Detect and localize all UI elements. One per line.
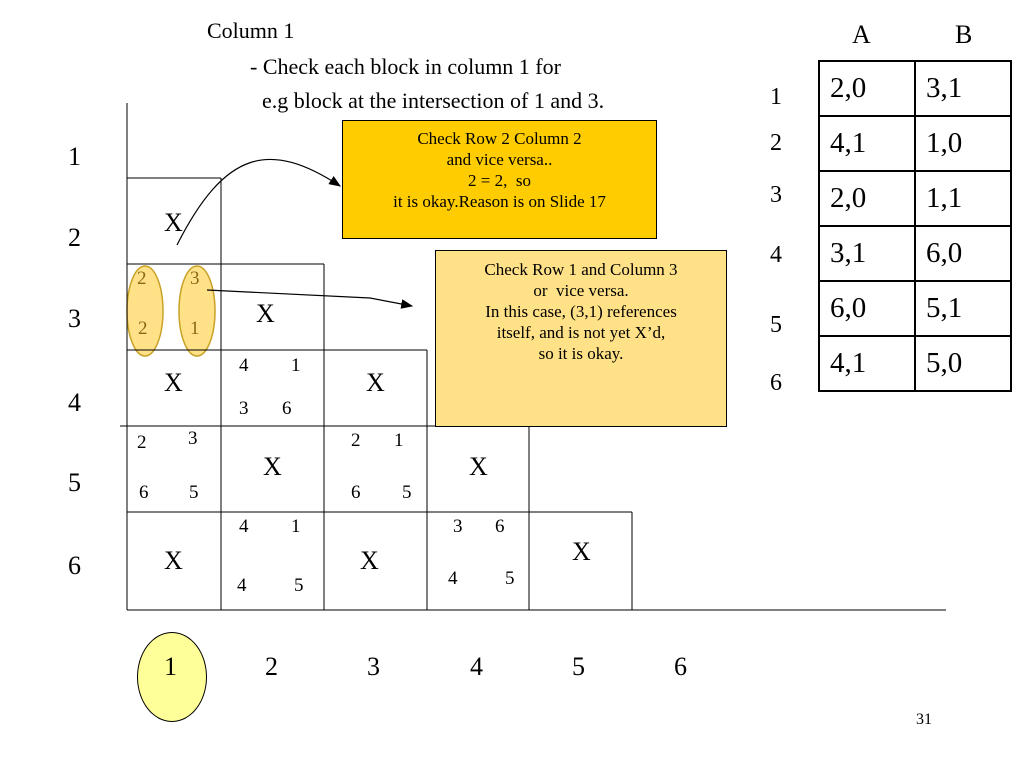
arrow-to-callout-1 [176, 158, 342, 246]
row-label-2: 2 [68, 223, 81, 252]
arrow-to-callout-2 [206, 289, 414, 309]
cell-r3c1-c: 2 [138, 318, 148, 339]
callout-1-line-1: Check Row 2 Column 2 [417, 129, 582, 148]
callout-1-line-2: and vice versa.. [446, 150, 553, 169]
payoff-cell: 4,1 [818, 115, 916, 172]
cell-r6c2-a: 4 [239, 516, 249, 537]
payoff-row-label-6: 6 [770, 370, 782, 396]
col-label-5: 5 [572, 652, 585, 681]
payoff-table: 2,0 3,1 4,1 1,0 2,0 1,1 3,1 6,0 6,0 5,1 … [818, 60, 1012, 392]
cell-r4c3-x: X [366, 368, 385, 397]
cell-r5c1-b: 3 [188, 428, 198, 449]
cell-r5c4-x: X [469, 452, 488, 481]
payoff-cell: 4,1 [818, 335, 916, 392]
callout-1-line-3: 2 = 2, so [468, 171, 531, 190]
cell-r3c1-a: 2 [137, 268, 147, 289]
cell-r6c2-d: 5 [294, 575, 304, 596]
col-label-1: 1 [164, 652, 177, 681]
payoff-row: 3,1 6,0 [818, 225, 1012, 282]
callout-2-line-5: so it is okay. [538, 344, 624, 363]
payoff-header-b: B [955, 20, 973, 49]
cell-r5c3-b: 1 [394, 430, 404, 451]
col-label-6: 6 [674, 652, 687, 681]
page-number: 31 [916, 711, 932, 728]
payoff-row: 2,0 1,1 [818, 170, 1012, 227]
callout-2-line-1: Check Row 1 and Column 3 [484, 260, 678, 279]
payoff-row-label-3: 3 [770, 182, 782, 208]
cell-r6c4-b: 6 [495, 516, 505, 537]
col-label-4: 4 [470, 652, 483, 681]
callout-2-line-3: In this case, (3,1) references [485, 302, 677, 321]
row-label-5: 5 [68, 468, 81, 497]
cell-r3c2-x: X [256, 299, 275, 328]
row-label-4: 4 [68, 388, 81, 417]
cell-r4c1-x: X [164, 368, 183, 397]
cell-r6c2-b: 1 [291, 516, 301, 537]
payoff-cell: 2,0 [818, 60, 916, 117]
payoff-row-label-2: 2 [770, 130, 782, 156]
cell-r6c3-x: X [360, 546, 379, 575]
row-label-6: 6 [68, 551, 81, 580]
cell-r5c1-a: 2 [137, 432, 147, 453]
col-label-3: 3 [367, 652, 380, 681]
cell-r5c3-a: 2 [351, 430, 361, 451]
cell-r3c1-d: 1 [190, 318, 200, 339]
cell-r6c4-a: 3 [453, 516, 463, 537]
cell-r4c2-d: 6 [282, 398, 292, 419]
cell-r4c2-b: 1 [291, 355, 301, 376]
highlight-oval-right [178, 265, 216, 357]
cell-r3c1-b: 3 [190, 268, 200, 289]
cell-r6c4-d: 5 [505, 568, 515, 589]
payoff-row-label-5: 5 [770, 312, 782, 338]
title-line-1: Column 1 [207, 18, 295, 43]
payoff-header-a: A [852, 20, 871, 49]
callout-row2-col2: Check Row 2 Column 2 and vice versa.. 2 … [342, 120, 657, 239]
payoff-cell: 1,0 [914, 115, 1012, 172]
cell-r6c4-c: 4 [448, 568, 458, 589]
callout-2-line-4: itself, and is not yet X’d, [496, 323, 666, 342]
cell-r5c1-c: 6 [139, 482, 149, 503]
cell-r5c1-d: 5 [189, 482, 199, 503]
payoff-cell: 6,0 [914, 225, 1012, 282]
callout-2-line-2: or vice versa. [533, 281, 629, 300]
title-line-3: e.g block at the intersection of 1 and 3… [262, 88, 605, 113]
payoff-row-label-1: 1 [770, 84, 782, 110]
cell-r6c1-x: X [164, 546, 183, 575]
payoff-row: 4,1 1,0 [818, 115, 1012, 172]
title-line-2: - Check each block in column 1 for [250, 54, 561, 79]
cell-r5c3-d: 5 [402, 482, 412, 503]
row-label-3: 3 [68, 304, 81, 333]
payoff-cell: 3,1 [818, 225, 916, 282]
callout-row1-col3: Check Row 1 and Column 3 or vice versa. … [435, 250, 727, 427]
payoff-cell: 6,0 [818, 280, 916, 337]
cell-r6c5-x: X [572, 537, 591, 566]
cell-r6c2-c: 4 [237, 575, 247, 596]
cell-r4c2-a: 4 [239, 355, 249, 376]
cell-r5c2-x: X [263, 452, 282, 481]
callout-1-line-4: it is okay.Reason is on Slide 17 [393, 192, 606, 211]
payoff-row: 2,0 3,1 [818, 60, 1012, 117]
cell-r2c1-x: X [164, 208, 183, 237]
column-1-highlight [137, 632, 207, 722]
payoff-row-label-4: 4 [770, 242, 782, 268]
payoff-row: 6,0 5,1 [818, 280, 1012, 337]
payoff-cell: 2,0 [818, 170, 916, 227]
cell-r4c2-c: 3 [239, 398, 249, 419]
payoff-cell: 5,0 [914, 335, 1012, 392]
col-label-2: 2 [265, 652, 278, 681]
row-label-1: 1 [68, 142, 81, 171]
cell-r5c3-c: 6 [351, 482, 361, 503]
payoff-cell: 1,1 [914, 170, 1012, 227]
payoff-row: 4,1 5,0 [818, 335, 1012, 392]
payoff-cell: 5,1 [914, 280, 1012, 337]
payoff-cell: 3,1 [914, 60, 1012, 117]
